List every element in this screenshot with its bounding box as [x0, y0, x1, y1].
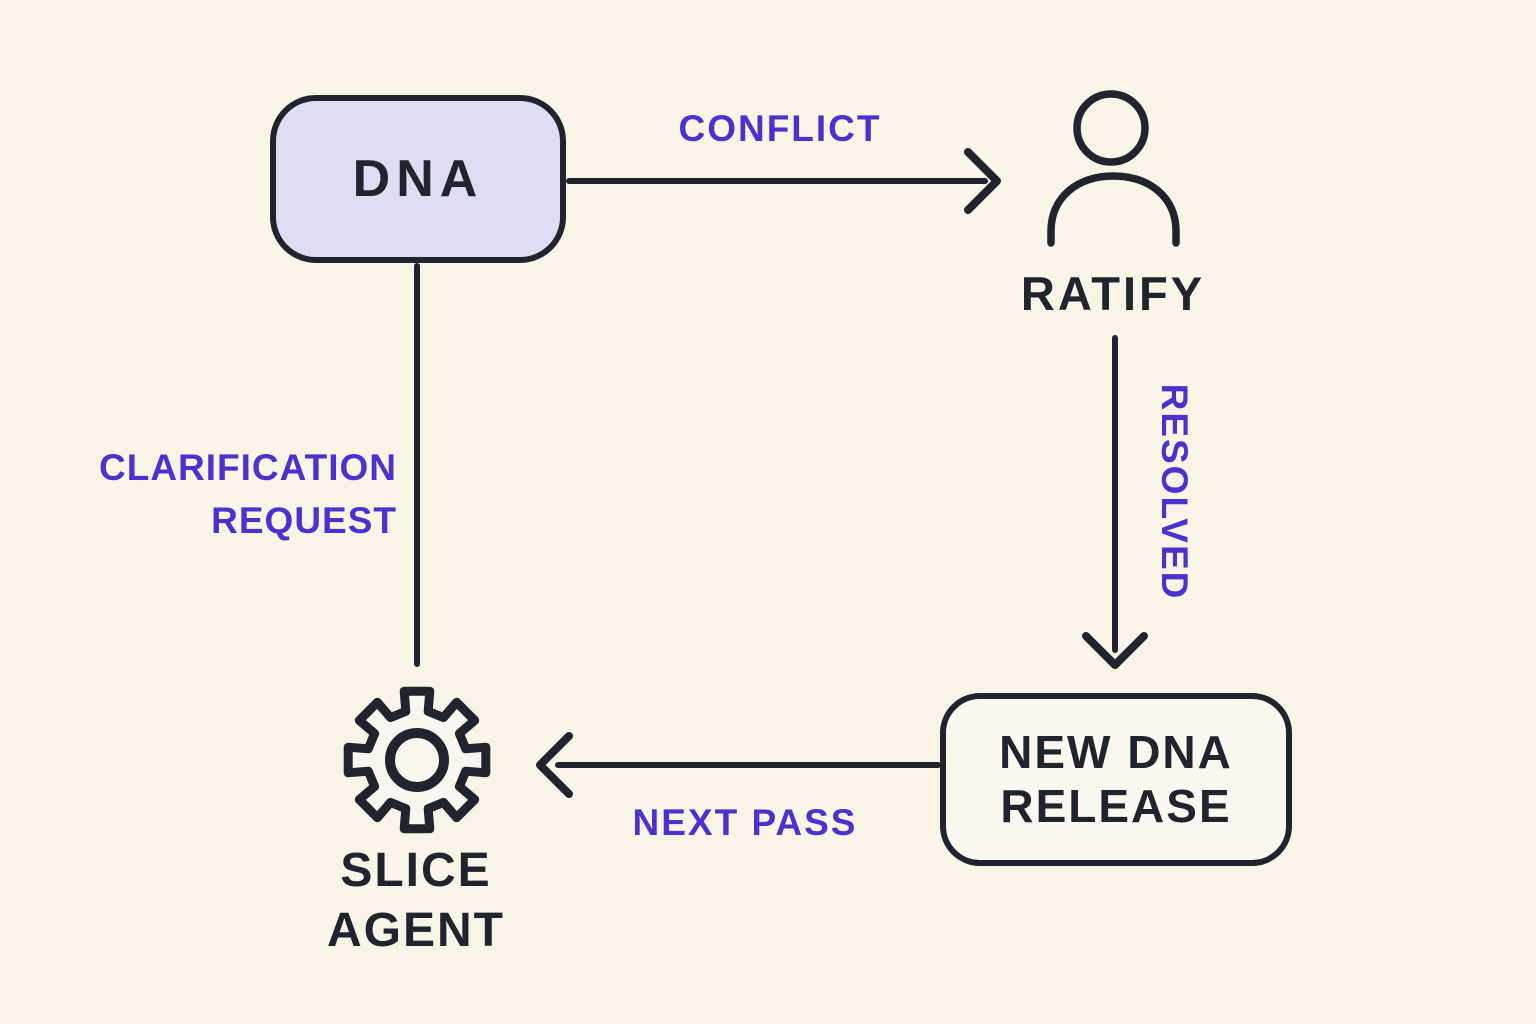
node-slice-agent-label: SLICE AGENT — [266, 841, 566, 962]
edge-label-clarification-request: CLARIFICATION REQUEST — [57, 442, 397, 547]
next-pass-arrow — [536, 732, 941, 798]
edge-label-conflict: CONFLICT — [678, 108, 882, 149]
slice-agent-label-line1: SLICE — [340, 844, 492, 897]
slice-agent-label-line2: AGENT — [327, 904, 505, 958]
conflict-arrow — [566, 148, 1001, 214]
resolved-arrow — [1082, 335, 1148, 669]
person-icon — [1047, 90, 1180, 247]
release-label-line1: NEW DNA — [999, 726, 1233, 779]
node-dna-label: DNA — [352, 150, 484, 208]
clarification-label-line1: CLARIFICATION — [99, 447, 397, 488]
node-ratify-label: RATIFY — [1020, 267, 1206, 320]
clarification-label-line2: REQUEST — [211, 499, 397, 541]
release-label-line2: RELEASE — [1000, 779, 1232, 832]
node-dna: DNA — [270, 95, 566, 263]
node-new-dna-release-label: NEW DNA RELEASE — [999, 726, 1233, 833]
gear-icon — [343, 686, 491, 834]
edge-label-next-pass: NEXT PASS — [632, 802, 858, 843]
node-new-dna-release: NEW DNA RELEASE — [940, 693, 1292, 866]
edge-label-resolved: RESOLVED — [1154, 383, 1195, 601]
